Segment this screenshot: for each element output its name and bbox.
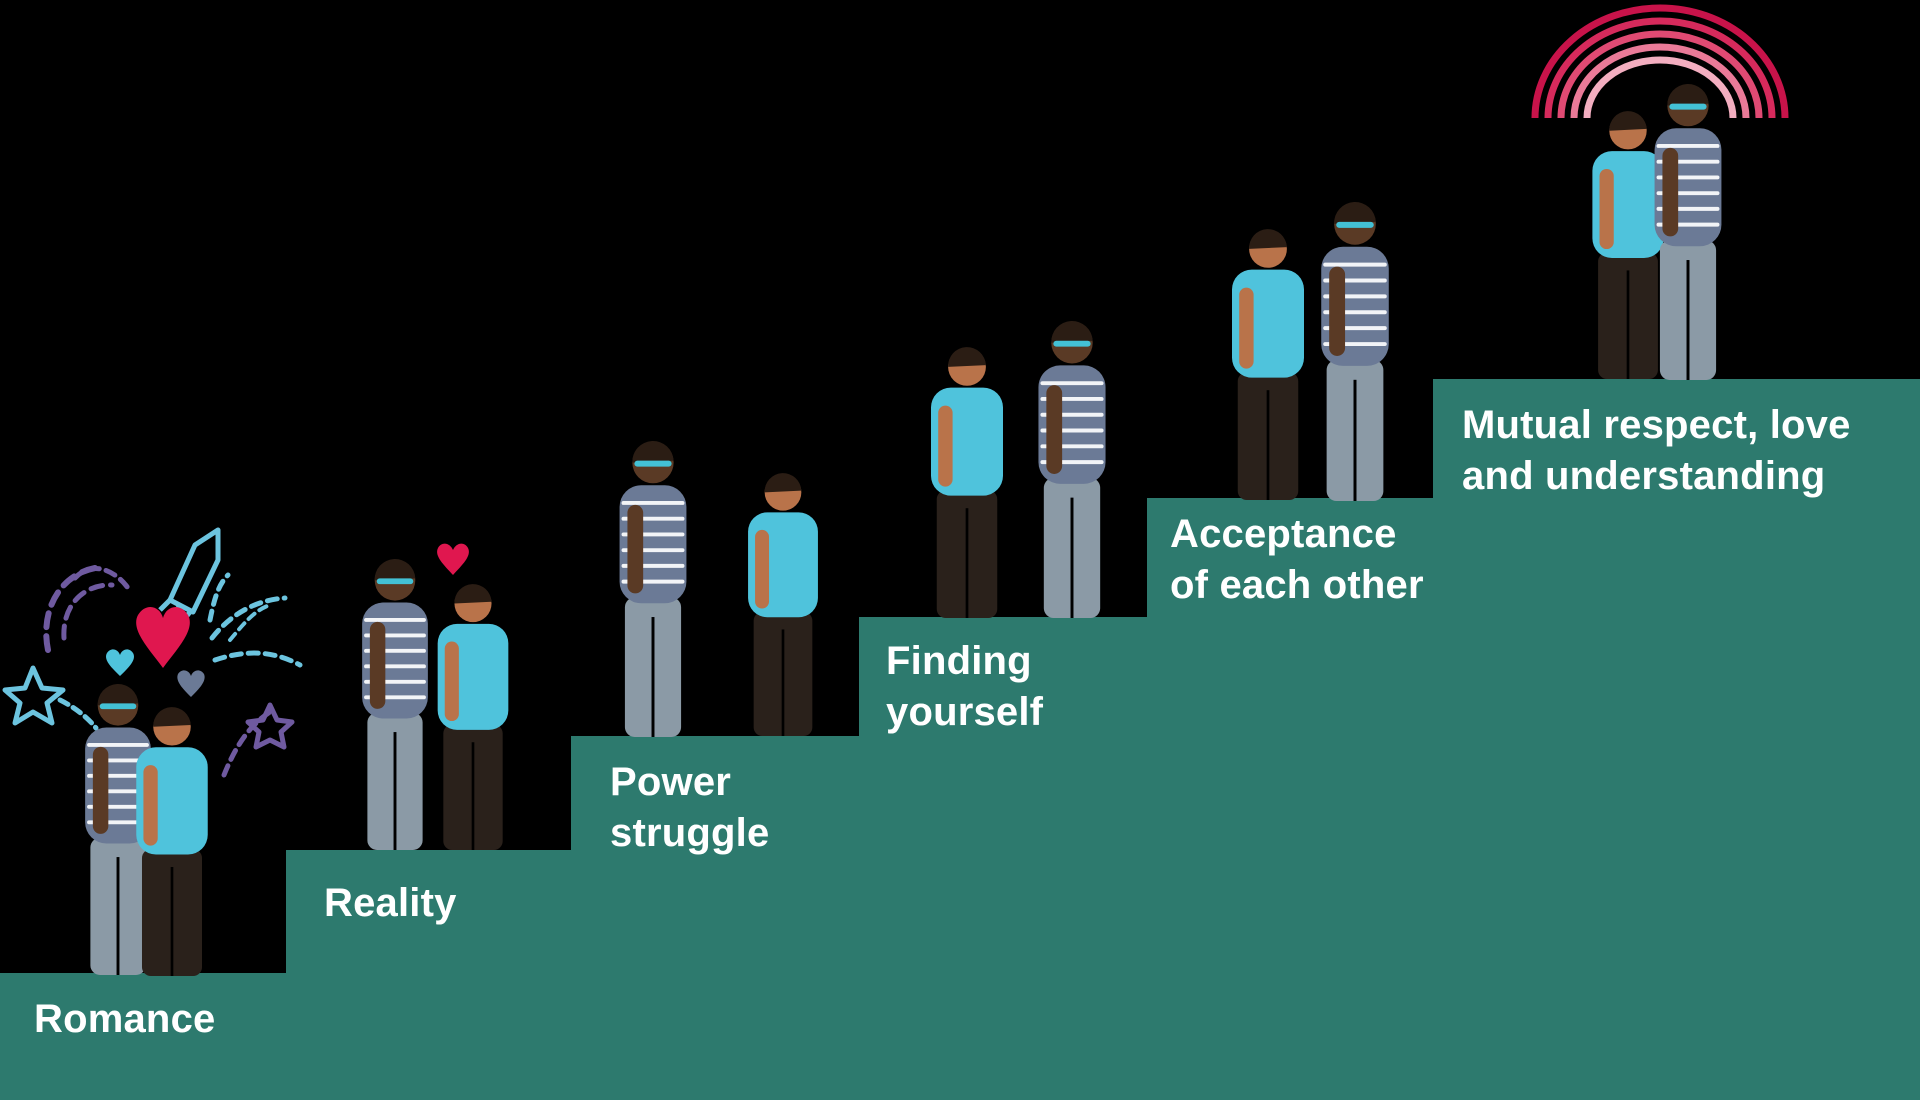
person-power-1 — [619, 441, 687, 737]
star-icon — [2, 665, 66, 726]
person-romance-1 — [85, 684, 151, 975]
person-power-2 — [748, 473, 818, 736]
stair-shape — [0, 379, 1920, 1100]
person-finding-2 — [1038, 321, 1106, 618]
person-romance-2 — [136, 707, 208, 976]
stage-label-romance: Romance — [34, 997, 216, 1041]
heart-icon — [106, 606, 205, 697]
person-finding-1 — [931, 347, 1003, 618]
stage-label-acceptance: Acceptance of each other — [1170, 512, 1424, 607]
people-layer — [85, 84, 1722, 976]
person-mutual-1 — [1592, 111, 1664, 379]
stage-label-finding-yourself: Finding yourself — [886, 639, 1044, 734]
person-reality-1 — [362, 559, 428, 850]
stage-label-reality: Reality — [324, 881, 457, 925]
rocket-icon — [158, 527, 221, 624]
stage-label-mutual-respect: Mutual respect, love and understanding — [1462, 403, 1851, 498]
rainbow-icon — [1531, 4, 1789, 119]
person-acceptance-1 — [1232, 229, 1304, 500]
stage-label-power-struggle: Power struggle — [610, 760, 770, 855]
star-icon-purple — [245, 702, 295, 750]
person-reality-2 — [437, 584, 509, 850]
person-acceptance-2 — [1321, 202, 1389, 501]
person-mutual-2 — [1654, 84, 1722, 380]
heart-icon — [437, 543, 469, 575]
